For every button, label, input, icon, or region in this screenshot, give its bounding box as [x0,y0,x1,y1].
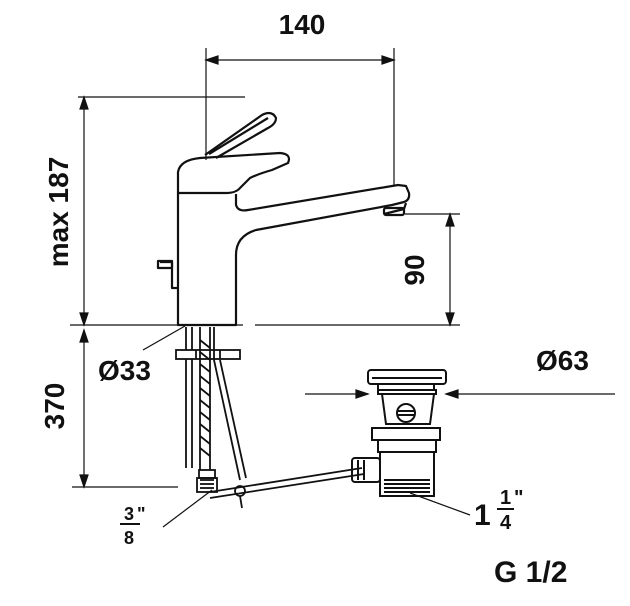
hose-thread-inch-mark: " [137,504,146,524]
hose-thread-denominator: 8 [124,528,134,548]
hose-thread-label: 3 " 8 [120,504,146,548]
inlet-thread-label: G 1/2 [494,556,567,589]
waste-thread-inch-mark: " [514,487,523,509]
faucet-outline [156,111,411,327]
waste-fitting [351,369,447,497]
dimension-waste-diameter: Ø63 [536,345,589,376]
waste-thread-label: 1 1 4 " [474,487,523,534]
waste-thread-whole: 1 [474,499,491,532]
dimension-body-diameter: Ø33 [98,355,151,386]
hose-thread-numerator: 3 [124,504,134,524]
dimension-max-height: max 187 [43,157,74,268]
dimension-spout-height: 90 [399,254,430,285]
dimension-lines [70,48,615,528]
dimension-hose-length: 370 [39,383,70,430]
under-deck-parts [175,327,365,509]
dimension-spout-reach: 140 [279,9,326,40]
waste-thread-numerator: 1 [500,487,511,509]
waste-thread-denominator: 4 [500,512,512,534]
